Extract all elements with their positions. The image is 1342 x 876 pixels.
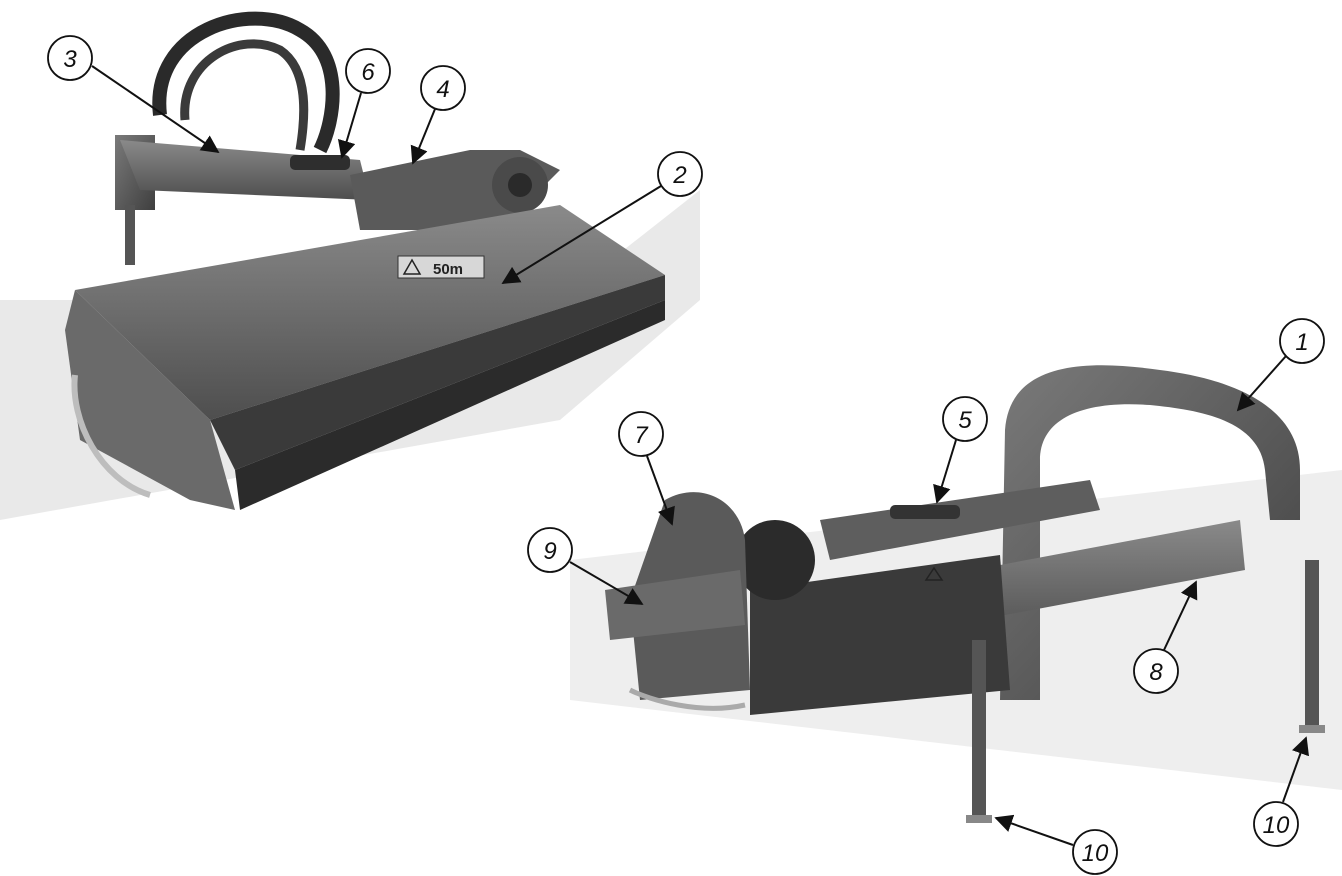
main-cover <box>75 205 665 420</box>
callout-number: 5 <box>958 407 972 434</box>
callouts: 3 6 4 2 1 5 <box>47 35 1325 875</box>
decal-label: 50m <box>433 261 463 278</box>
callout-circle <box>1072 829 1118 875</box>
mower-bottom-view <box>570 365 1342 823</box>
callout-5: 5 <box>933 396 988 504</box>
callout-number: 9 <box>543 538 556 565</box>
rear-roller <box>235 300 665 510</box>
arrow-icon <box>337 92 362 159</box>
callout-circle <box>618 411 664 457</box>
callout-number: 6 <box>361 59 375 86</box>
upper-arm <box>820 480 1100 560</box>
hitch-frame <box>1000 365 1300 700</box>
callout-number: 2 <box>672 162 686 189</box>
skid <box>71 374 151 498</box>
callout-number: 10 <box>1263 812 1290 839</box>
arrow-icon <box>1236 355 1287 412</box>
callout-circle <box>1279 318 1325 364</box>
arrow-icon <box>91 65 220 154</box>
deflector <box>605 570 745 640</box>
callout-circle <box>420 65 466 111</box>
callout-10-right: 10 <box>1253 736 1309 847</box>
callout-circle <box>1253 801 1299 847</box>
callout-number: 4 <box>436 76 449 103</box>
main-arm <box>120 140 370 200</box>
warning-triangle-icon <box>924 566 944 581</box>
callout-circle <box>345 48 391 94</box>
callout-number: 1 <box>1295 329 1308 356</box>
callout-circle <box>527 527 573 573</box>
parking-leg-right <box>1305 560 1319 730</box>
arrow-icon <box>1163 580 1198 651</box>
warning-triangle-icon <box>402 258 422 275</box>
callout-number: 10 <box>1082 840 1109 867</box>
cylinder <box>890 505 960 519</box>
callout-number: 8 <box>1149 659 1163 686</box>
arrow-icon <box>933 439 957 504</box>
callout-1: 1 <box>1236 318 1325 412</box>
callout-circle <box>1133 648 1179 694</box>
arrow-icon <box>1282 736 1309 803</box>
hydraulic-hoses <box>152 11 340 154</box>
callout-6: 6 <box>337 48 391 159</box>
hydraulic-hoses-inner <box>180 39 309 151</box>
side-plate <box>65 290 235 510</box>
arrow-icon <box>410 108 436 165</box>
arrow-icon <box>994 814 1074 846</box>
parking-leg-top <box>125 205 135 265</box>
callout-circle <box>47 35 93 81</box>
callout-3: 3 <box>47 35 220 154</box>
parking-leg-left <box>972 640 986 820</box>
callout-number: 3 <box>63 46 77 73</box>
arrow-icon <box>501 185 662 284</box>
arrow-icon <box>569 561 644 605</box>
callout-10-left: 10 <box>994 814 1118 875</box>
mower-top-view: 50m <box>0 11 700 520</box>
callout-number: 7 <box>634 422 649 449</box>
skid-2 <box>628 687 746 711</box>
mower-housing <box>750 555 1010 715</box>
spring <box>290 155 350 170</box>
callout-4: 4 <box>410 65 466 165</box>
arrow-icon <box>646 455 675 526</box>
gearbox-drum <box>735 520 815 600</box>
callout-9: 9 <box>527 527 644 605</box>
callout-2: 2 <box>501 151 703 284</box>
cover-rear-edge <box>210 275 665 470</box>
callout-circle <box>657 151 703 197</box>
callout-circle <box>942 396 988 442</box>
callout-7: 7 <box>618 411 675 526</box>
callout-8: 8 <box>1133 580 1198 694</box>
